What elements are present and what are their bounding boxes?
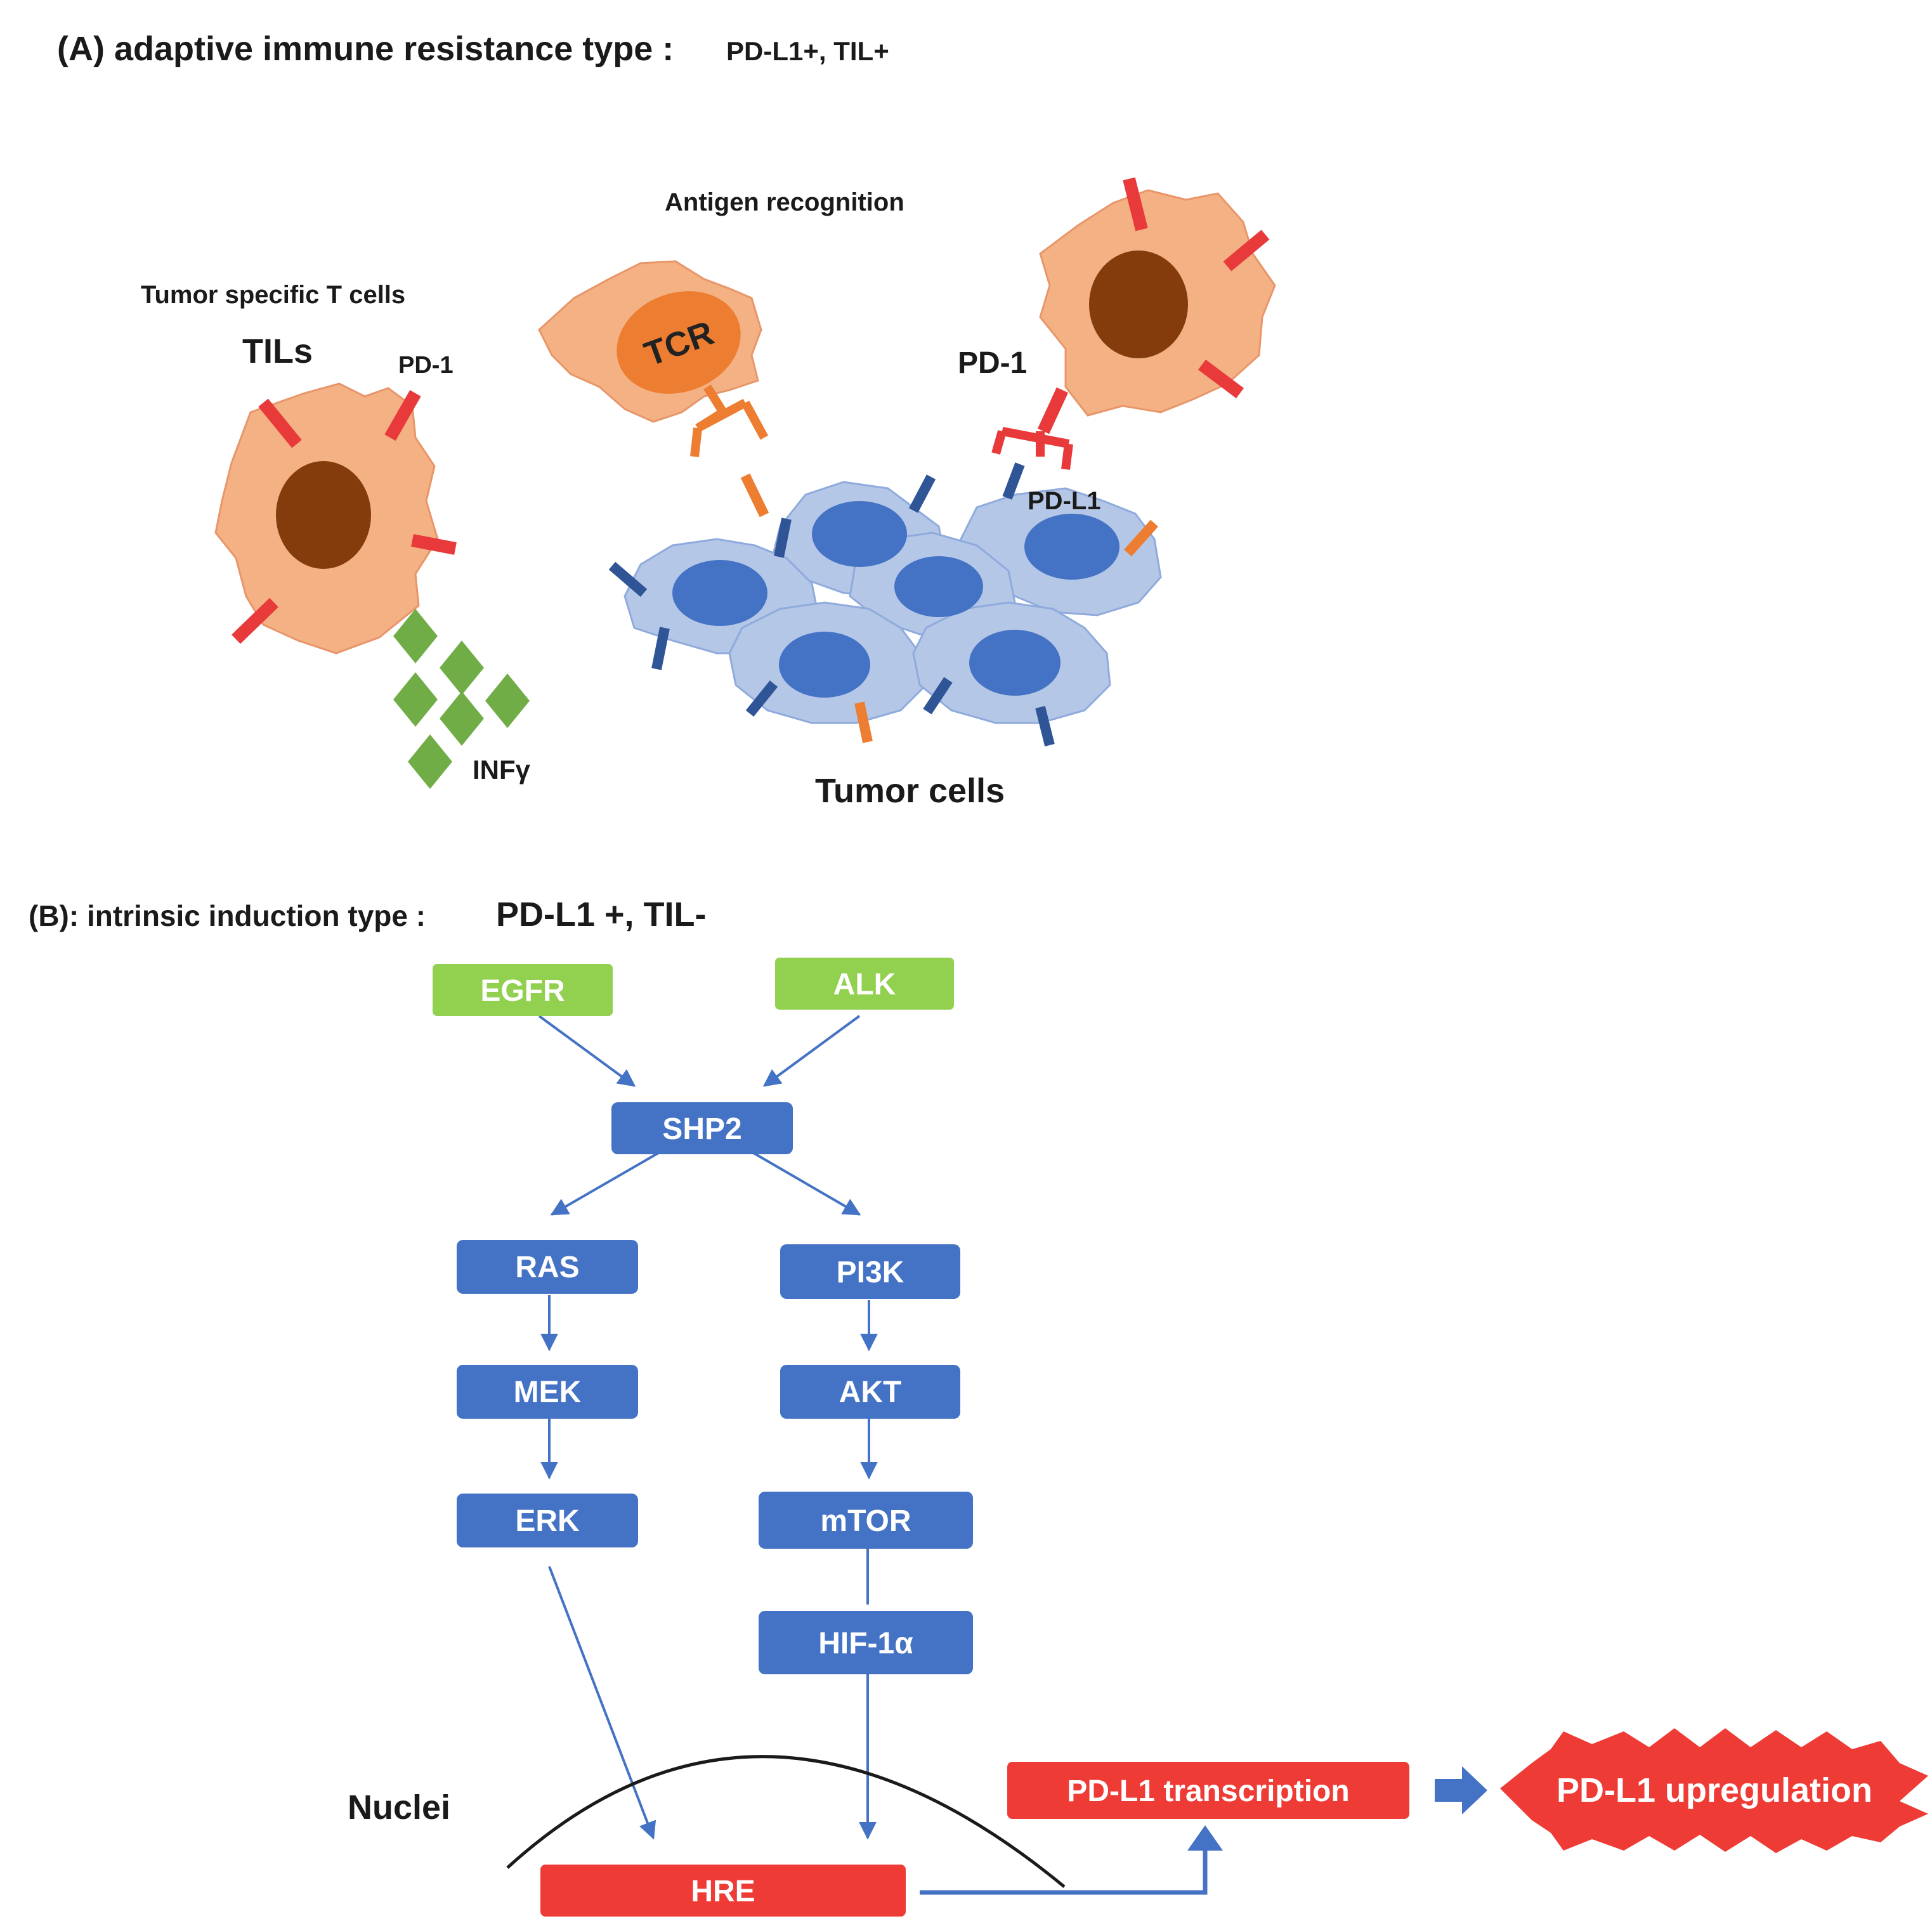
block-arrow-icon <box>1435 1766 1487 1814</box>
node-ras-label: RAS <box>515 1251 579 1284</box>
nuclei-label: Nuclei <box>348 1788 450 1827</box>
node-pi3k: PI3K <box>780 1244 960 1299</box>
tcr-t-cell: TCR <box>538 260 769 457</box>
upregulation-burst <box>1500 1728 1928 1853</box>
node-hre-label: HRE <box>691 1875 755 1908</box>
pd1-small-label: PD-1 <box>398 352 454 379</box>
node-mtor-label: mTOR <box>820 1504 911 1538</box>
node-alk: ALK <box>775 958 954 1010</box>
transcription-arrowhead-icon <box>1187 1825 1223 1851</box>
node-pdl1-transcription-label: PD-L1 transcription <box>1067 1774 1349 1808</box>
panel-b-subtitle: PD-L1 +, TIL- <box>496 895 707 934</box>
node-shp2: SHP2 <box>611 1102 793 1154</box>
node-hre: HRE <box>540 1865 906 1917</box>
node-pi3k-label: PI3K <box>837 1256 904 1289</box>
node-pdl1-upregulation-label: PD-L1 upregulation <box>1557 1771 1872 1809</box>
tumor-specific-t-cells-label: Tumor specific T cells <box>141 281 405 309</box>
panel-a: (A) adaptive immune resistance type : PD… <box>57 30 1276 810</box>
tumor-cells-label: Tumor cells <box>815 772 1005 810</box>
node-hif1a: HIF-1α <box>759 1611 973 1674</box>
node-mtor: mTOR <box>759 1492 973 1549</box>
node-erk-label: ERK <box>515 1504 580 1538</box>
panel-a-title: (A) adaptive immune resistance type : <box>57 30 674 68</box>
panel-b: (B): intrinsic induction type : PD-L1 +,… <box>29 895 1928 1917</box>
pd1-large-label: PD-1 <box>958 346 1027 380</box>
node-mek-label: MEK <box>514 1376 582 1409</box>
node-mek: MEK <box>457 1365 638 1419</box>
node-hif1a-label: HIF-1α <box>818 1627 913 1660</box>
pathway-arrows <box>538 1015 878 1840</box>
tils-label: TILs <box>242 332 313 370</box>
nuclear-membrane-arc <box>506 1755 1066 1888</box>
node-akt-label: AKT <box>839 1376 902 1409</box>
node-ras: RAS <box>457 1240 638 1294</box>
panel-a-subtitle: PD-L1+, TIL+ <box>726 36 889 66</box>
hre-to-transcription-connector <box>920 1849 1208 1895</box>
tumor-nuclei <box>672 501 1119 698</box>
til-cell <box>214 382 457 654</box>
pd1-t-cell <box>991 177 1276 470</box>
node-alk-label: ALK <box>833 968 896 1001</box>
node-egfr: EGFR <box>433 964 613 1016</box>
node-erk: ERK <box>457 1494 638 1547</box>
node-egfr-label: EGFR <box>480 974 565 1008</box>
node-akt: AKT <box>780 1365 960 1419</box>
infg-label: INFγ <box>473 755 531 785</box>
node-shp2-label: SHP2 <box>662 1112 741 1146</box>
tumor-pdl1-ligands <box>608 462 1158 746</box>
infg-cytokines <box>393 609 530 789</box>
pdl1-label: PD-L1 <box>1028 487 1101 515</box>
node-pdl1-transcription: PD-L1 transcription <box>1007 1762 1409 1819</box>
antigen-recognition-label: Antigen recognition <box>665 188 904 216</box>
panel-b-title: (B): intrinsic induction type : <box>29 899 426 932</box>
